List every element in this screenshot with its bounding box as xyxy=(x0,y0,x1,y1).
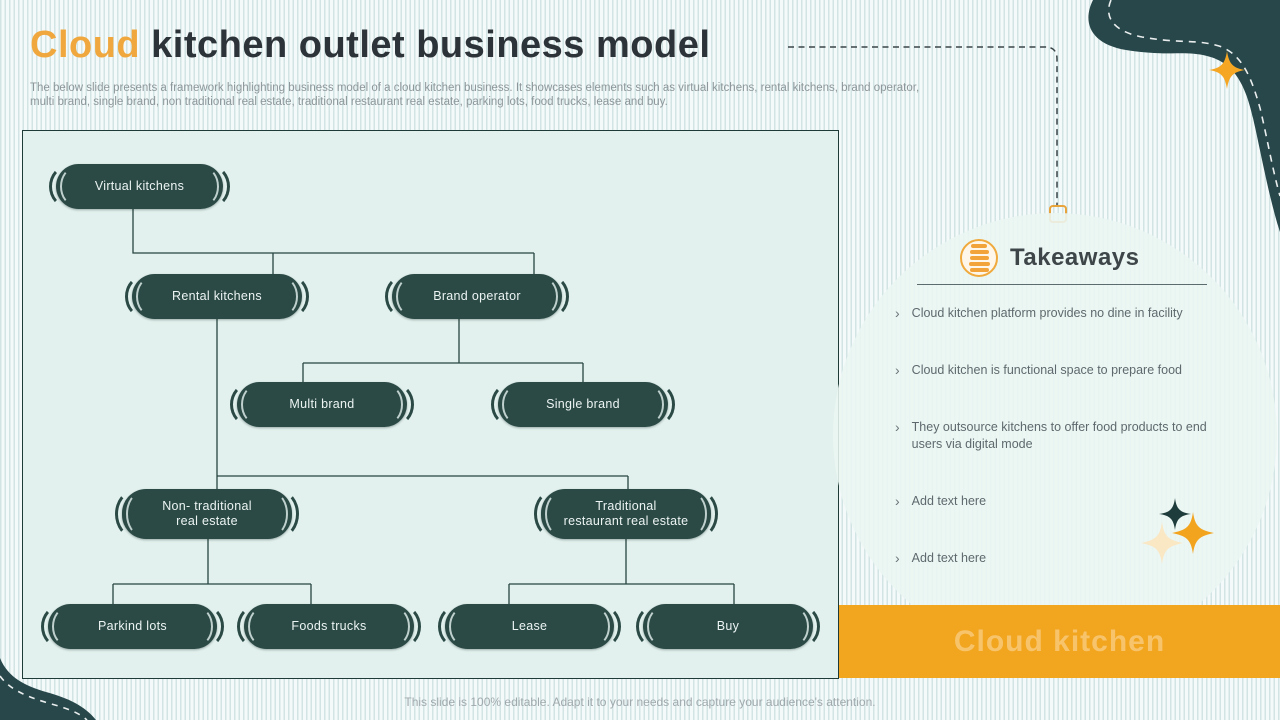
diagram-node-label: Multi brand xyxy=(289,397,355,411)
chevron-bullet-icon: › xyxy=(895,493,900,509)
takeaways-title: Takeaways xyxy=(1010,244,1140,271)
diagram-node-buy: Buy xyxy=(636,604,820,649)
takeaway-item: › Add text here xyxy=(895,493,1213,510)
diagram-node-virtual: Virtual kitchens xyxy=(49,164,230,209)
diagram-node-label: Single brand xyxy=(546,397,620,411)
sparkle-cluster-icon xyxy=(1141,498,1214,564)
takeaway-item: › Cloud kitchen is functional space to pr… xyxy=(895,362,1213,379)
diagram-node-label: Rental kitchens xyxy=(172,289,262,303)
footer-note: This slide is 100% editable. Adapt it to… xyxy=(404,695,876,709)
diagram-node-nontrad: Non- traditional real estate xyxy=(115,489,299,539)
banner: Cloud kitchen xyxy=(839,605,1280,678)
takeaways-background-circle xyxy=(833,213,1277,657)
title-rest: kitchen outlet business model xyxy=(151,24,711,66)
corner-blob-bottom-left xyxy=(0,658,96,720)
takeaways-divider xyxy=(917,284,1207,285)
diagram-connector-lines xyxy=(112,209,735,605)
diagram-node-label: Foods trucks xyxy=(291,619,367,633)
diagram-node-label: Buy xyxy=(716,619,740,633)
diagram-node-parking: Parkind lots xyxy=(41,604,224,649)
chevron-bullet-icon: › xyxy=(895,362,900,378)
diagram-node-rental: Rental kitchens xyxy=(125,274,309,319)
takeaway-item: › Cloud kitchen platform provides no dine… xyxy=(895,305,1213,322)
diagram-node-label: Traditional restaurant real estate xyxy=(563,499,689,528)
takeaway-item: › They outsource kitchens to offer food p… xyxy=(895,419,1213,453)
takeaway-text: They outsource kitchens to offer food pr… xyxy=(911,420,1207,451)
takeaway-text: Cloud kitchen is functional space to pre… xyxy=(911,363,1182,377)
title-connector-dashed-line xyxy=(788,46,1058,205)
corner-blob-top-right xyxy=(1088,0,1280,232)
takeaway-item: › Add text here xyxy=(895,550,1213,567)
chevron-bullet-icon: › xyxy=(895,550,900,566)
diagram-node-label: Virtual kitchens xyxy=(94,179,185,193)
takeaways-header: Takeaways xyxy=(960,239,1139,277)
notes-stack-icon xyxy=(960,239,998,277)
takeaway-text: Cloud kitchen platform provides no dine … xyxy=(911,306,1183,320)
diagram-node-foods: Foods trucks xyxy=(237,604,421,649)
chevron-bullet-icon: › xyxy=(895,305,900,321)
banner-label: Cloud kitchen xyxy=(953,624,1166,658)
slide-description: The below slide presents a framework hig… xyxy=(30,82,920,108)
sparkle-star-icon xyxy=(1209,51,1245,89)
diagram-node-multi: Multi brand xyxy=(230,382,414,427)
diagram-node-label: Parkind lots xyxy=(98,619,167,633)
diagram-node-label: Lease xyxy=(511,619,548,633)
diagram-node-label: Brand operator xyxy=(433,289,521,303)
diagram-node-label: Non- traditional real estate xyxy=(162,499,252,528)
chevron-bullet-icon: › xyxy=(895,419,900,435)
diagram-node-trad: Traditional restaurant real estate xyxy=(534,489,718,539)
diagram-node-single: Single brand xyxy=(491,382,675,427)
takeaways-list: › Cloud kitchen platform provides no dine… xyxy=(895,305,1213,567)
diagram-node-lease: Lease xyxy=(438,604,621,649)
title-highlight: Cloud xyxy=(30,24,141,66)
takeaway-text: Add text here xyxy=(911,551,987,565)
takeaway-text: Add text here xyxy=(911,494,987,508)
diagram-node-brand: Brand operator xyxy=(385,274,569,319)
